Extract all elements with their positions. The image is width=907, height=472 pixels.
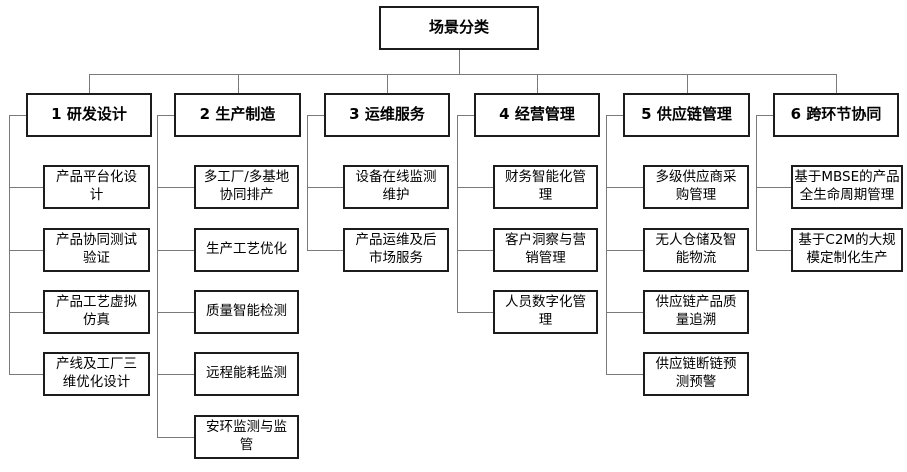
child-stub-line [606, 187, 643, 188]
child-node-2-3: 质量智能检测 [194, 290, 299, 334]
child-stub-line [457, 250, 493, 251]
child-stub-line [606, 250, 643, 251]
category-node-3: 3 运维服务 [324, 93, 450, 137]
child-stub-line [606, 374, 643, 375]
trunk-elbow-line [157, 115, 174, 116]
child-stub-line [756, 250, 791, 251]
child-node-3-1: 设备在线监测 维护 [343, 165, 449, 209]
child-node-2-5: 安环监测与监 管 [194, 415, 299, 459]
child-node-6-2: 基于C2M的大规 模定制化生产 [791, 228, 903, 272]
trunk-elbow-line [457, 115, 474, 116]
child-node-4-1: 财务智能化管 理 [493, 165, 598, 209]
trunk-elbow-line [9, 115, 26, 116]
child-stub-line [157, 187, 194, 188]
child-stub-line [9, 312, 43, 313]
child-node-5-3: 供应链产品质 量追溯 [643, 290, 749, 334]
category-node-5: 5 供应链管理 [623, 93, 750, 137]
child-node-6-1: 基于MBSE的产品 全生命周期管理 [791, 165, 903, 209]
root-node: 场景分类 [379, 6, 539, 50]
child-stub-line [9, 374, 43, 375]
child-node-4-2: 客户洞察与营 销管理 [493, 228, 598, 272]
category-drop-line [89, 74, 90, 93]
child-stub-line [756, 187, 791, 188]
category-drop-line [537, 74, 538, 93]
child-stub-line [457, 187, 493, 188]
child-node-5-4: 供应链断链预 测预警 [643, 352, 749, 396]
child-stub-line [606, 312, 643, 313]
trunk-elbow-line [307, 115, 324, 116]
child-node-2-1: 多工厂/多基地 协同排产 [194, 165, 299, 209]
trunk-elbow-line [606, 115, 623, 116]
child-node-1-2: 产品协同测试 验证 [43, 228, 150, 272]
category-drop-line [836, 74, 837, 93]
child-node-5-1: 多级供应商采 购管理 [643, 165, 749, 209]
root-connector-line [459, 50, 460, 74]
child-node-1-1: 产品平台化设 计 [43, 165, 150, 209]
child-stub-line [157, 374, 194, 375]
child-stub-line [457, 312, 493, 313]
child-node-2-4: 远程能耗监测 [194, 352, 299, 396]
trunk-line [9, 115, 10, 374]
child-stub-line [9, 250, 43, 251]
child-stub-line [157, 250, 194, 251]
category-drop-line [387, 74, 388, 93]
category-node-6: 6 跨环节协同 [773, 93, 899, 137]
child-stub-line [9, 187, 43, 188]
trunk-line [157, 115, 158, 437]
trunk-line [457, 115, 458, 312]
child-node-4-3: 人员数字化管 理 [493, 290, 598, 334]
trunk-line [307, 115, 308, 250]
category-node-2: 2 生产制造 [174, 93, 301, 137]
trunk-line [756, 115, 757, 250]
child-node-1-3: 产品工艺虚拟 仿真 [43, 290, 150, 334]
child-node-5-2: 无人仓储及智 能物流 [643, 228, 749, 272]
child-node-3-2: 产品运维及后 市场服务 [343, 228, 449, 272]
child-stub-line [307, 187, 343, 188]
category-drop-line [687, 74, 688, 93]
child-stub-line [157, 437, 194, 438]
child-node-1-4: 产线及工厂三 维优化设计 [43, 352, 150, 396]
trunk-line [606, 115, 607, 374]
category-drop-line [238, 74, 239, 93]
child-stub-line [307, 250, 343, 251]
trunk-elbow-line [756, 115, 773, 116]
category-node-4: 4 经营管理 [474, 93, 600, 137]
category-node-1: 1 研发设计 [26, 93, 152, 137]
child-node-2-2: 生产工艺优化 [194, 228, 299, 272]
top-rail-line [89, 74, 836, 75]
child-stub-line [157, 312, 194, 313]
